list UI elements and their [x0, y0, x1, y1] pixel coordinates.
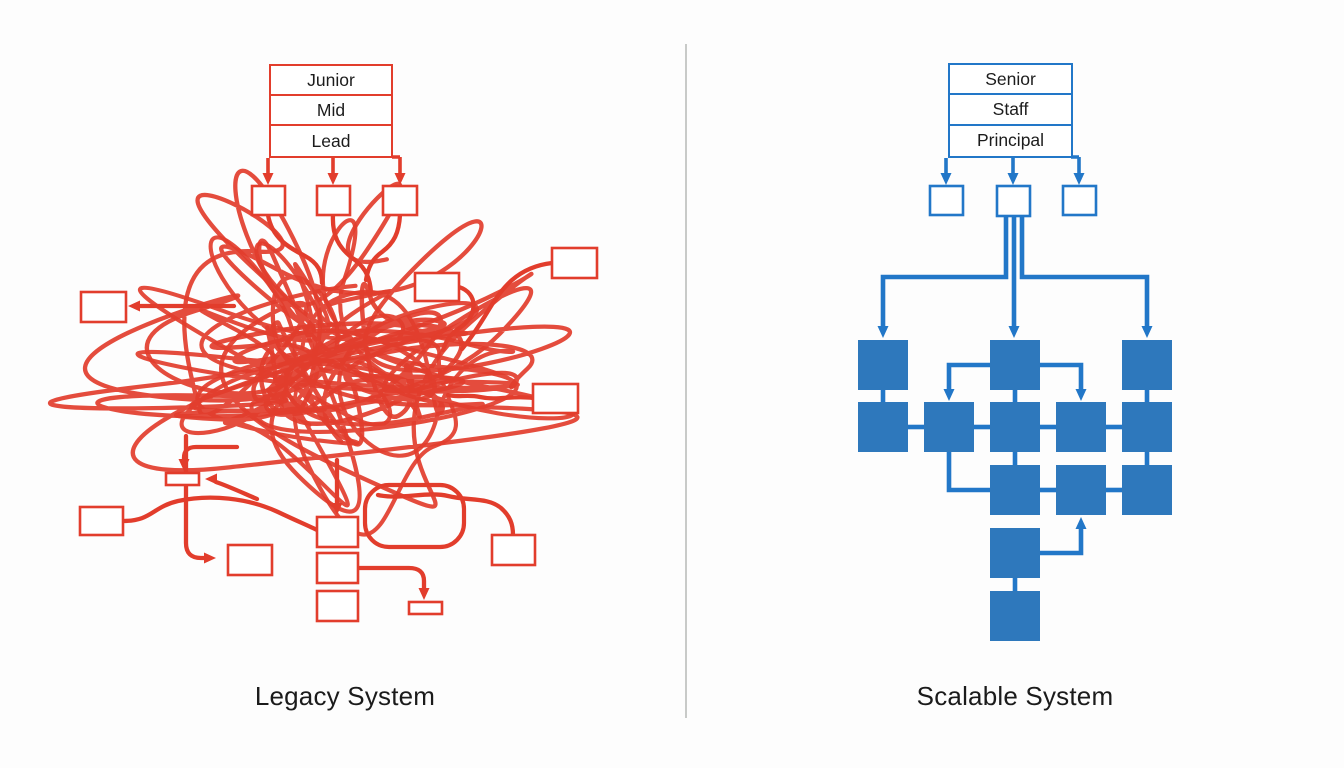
scalable-node-square [990, 528, 1040, 578]
legacy-system-label: Legacy System [254, 681, 436, 711]
legacy-node-box [164, 471, 201, 487]
scalable-node-square [924, 402, 974, 452]
scalable-node-square [1122, 340, 1172, 390]
legacy-connector-line [181, 444, 240, 464]
scalable-node-square [1056, 465, 1106, 515]
legacy-node-box [315, 551, 360, 585]
legacy-worker-box [315, 184, 352, 217]
scalable-connector-line [946, 362, 990, 390]
legacy-connector-line [363, 212, 403, 283]
scalable-tier-staff: Staff [950, 95, 1071, 126]
arrowhead-icon [940, 173, 952, 185]
scalable-node-square [990, 465, 1040, 515]
scalable-node-square [858, 402, 908, 452]
legacy-node-box [79, 290, 128, 324]
legacy-connector-line [120, 495, 320, 533]
scalable-worker-box [995, 184, 1032, 218]
legacy-tier-mid: Mid [271, 96, 391, 126]
legacy-node-box [315, 589, 360, 623]
legacy-connector-line [355, 565, 427, 592]
scalable-node-square [1056, 402, 1106, 452]
legacy-connector-line [445, 392, 536, 401]
legacy-connector-line [265, 212, 325, 286]
arrowhead-icon [1073, 173, 1085, 185]
arrowhead-icon [204, 552, 216, 564]
legacy-worker-box [250, 184, 287, 217]
panel-divider [685, 44, 687, 718]
legacy-connector-line [183, 433, 208, 561]
arrowhead-icon [1075, 389, 1087, 401]
scalable-node-square [858, 340, 908, 390]
arrowhead-icon [877, 326, 889, 338]
legacy-node-box [78, 505, 125, 537]
scalable-connector-line [1019, 216, 1150, 327]
arrowhead-icon [394, 173, 406, 185]
scalable-connector-line [1040, 362, 1084, 390]
legacy-tier-junior: Junior [271, 66, 391, 96]
legacy-tangle-loop [362, 482, 467, 550]
scalable-connector-line [946, 452, 990, 493]
scalable-node-square [1122, 402, 1172, 452]
arrowhead-icon [1008, 326, 1020, 338]
scalable-node-square [990, 591, 1040, 641]
arrowhead-icon [128, 300, 140, 312]
legacy-node-box [315, 515, 360, 549]
arrowhead-icon [262, 173, 274, 185]
legacy-node-box [407, 600, 444, 616]
legacy-connector-line [375, 492, 516, 538]
legacy-node-box [490, 533, 537, 567]
legacy-header-connectors [266, 155, 402, 176]
arrowhead-icon [1075, 517, 1087, 529]
legacy-tangle-curve [209, 282, 469, 447]
scalable-node-square [990, 340, 1040, 390]
scalable-header-connectors [944, 155, 1081, 176]
arrowhead-icon [331, 503, 343, 515]
legacy-connector-line [440, 284, 476, 353]
scalable-tier-principal: Principal [976, 130, 1045, 151]
legacy-connector-line [213, 479, 260, 502]
arrowhead-icon [205, 473, 217, 485]
legacy-worker-box [381, 184, 419, 217]
legacy-connector-line [459, 260, 555, 352]
scalable-connector-line [880, 216, 1009, 327]
legacy-tier-lead: Lead [311, 130, 351, 151]
scalable-worker-box [928, 184, 965, 217]
arrowhead-icon [178, 459, 190, 471]
scalable-tier-senior: Senior [950, 65, 1071, 96]
arrowhead-icon [1007, 173, 1019, 185]
arrowhead-icon [1141, 326, 1153, 338]
legacy-node-box [413, 271, 461, 303]
scalable-node-square [1122, 465, 1172, 515]
scalable-system-label: Scalable System [916, 681, 1114, 711]
scalable-hierarchy-box: Senior Staff Principal [948, 63, 1073, 158]
legacy-node-box [531, 382, 580, 415]
scalable-connector-line [1040, 528, 1084, 556]
scalable-worker-box [1061, 184, 1098, 217]
arrowhead-icon [943, 389, 955, 401]
legacy-node-box [550, 246, 599, 280]
arrowhead-icon [327, 173, 339, 185]
arrowhead-icon [418, 588, 430, 600]
scalable-node-square [990, 402, 1040, 452]
legacy-node-box [226, 543, 274, 577]
legacy-connector-line [330, 212, 374, 295]
legacy-hierarchy-box: Junior Mid Lead [269, 64, 393, 158]
